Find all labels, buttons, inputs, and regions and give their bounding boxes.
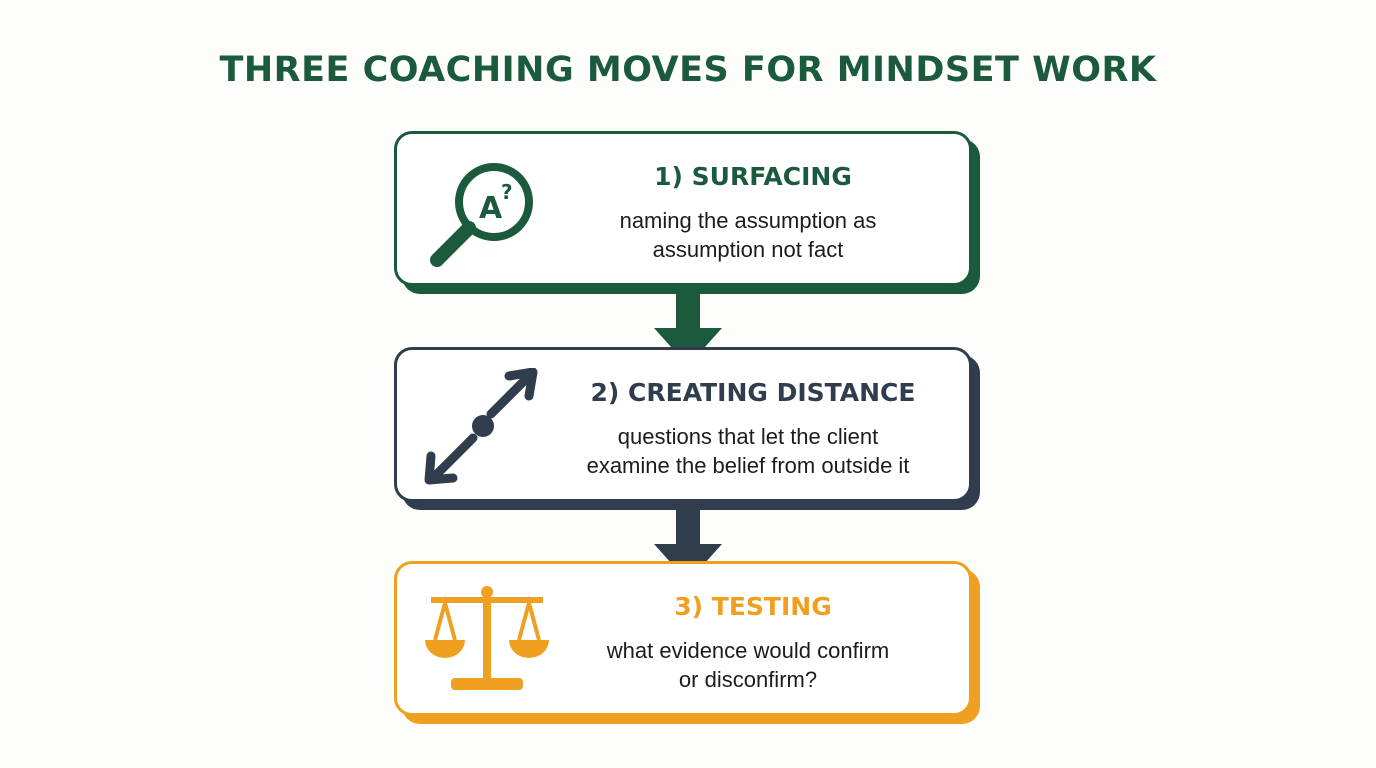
description-line-2: examine the belief from outside it bbox=[586, 453, 910, 478]
description-line-2: assumption not fact bbox=[652, 237, 844, 262]
svg-text:A: A bbox=[479, 191, 503, 226]
diagonal-double-arrow-icon bbox=[424, 368, 538, 485]
description-line-1: questions that let the client bbox=[617, 424, 879, 449]
card-body: A ? 1) SURFACING naming the assumption a… bbox=[394, 131, 972, 286]
step-card-testing: 3) TESTING what evidence would confirm o… bbox=[394, 561, 980, 724]
step-description: naming the assumption as assumption not … bbox=[547, 206, 949, 264]
card-body: 3) TESTING what evidence would confirm o… bbox=[394, 561, 972, 716]
step-heading: 2) CREATING DISTANCE bbox=[590, 378, 916, 407]
step-description: what evidence would confirm or disconfir… bbox=[547, 636, 949, 694]
step-heading: 1) SURFACING bbox=[654, 162, 852, 191]
magnifier-question-icon: A ? bbox=[430, 163, 533, 267]
description-line-1: what evidence would confirm bbox=[606, 638, 890, 663]
step-description: questions that let the client examine th… bbox=[547, 422, 949, 480]
step-card-creating-distance: 2) CREATING DISTANCE questions that let … bbox=[394, 347, 980, 510]
step-heading: 3) TESTING bbox=[674, 592, 832, 621]
balance-scale-icon bbox=[425, 586, 549, 690]
card-body: 2) CREATING DISTANCE questions that let … bbox=[394, 347, 972, 502]
description-line-1: naming the assumption as bbox=[619, 208, 877, 233]
description-line-2: or disconfirm? bbox=[678, 667, 818, 692]
diagram-title: THREE COACHING MOVES FOR MINDSET WORK bbox=[219, 50, 1157, 90]
step-card-surfacing: A ? 1) SURFACING naming the assumption a… bbox=[394, 131, 980, 294]
svg-text:?: ? bbox=[501, 180, 513, 204]
